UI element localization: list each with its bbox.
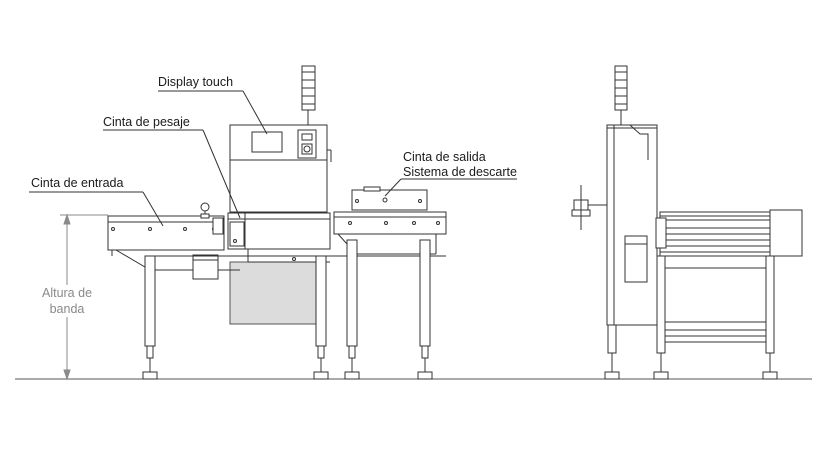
side-motor: [624, 235, 648, 283]
side-view: [571, 65, 803, 380]
infeed-conveyor: [107, 202, 240, 280]
side-conveyor: [655, 209, 803, 257]
label-belt-height-line2: banda: [49, 302, 85, 316]
label-reject-system: Sistema de descarte: [403, 165, 517, 179]
side-signal-tower: [614, 65, 628, 125]
load-cell-box: [229, 261, 321, 325]
label-display-touch: Display touch: [158, 75, 234, 89]
front-view: [107, 65, 447, 380]
side-cabinet: [606, 124, 658, 326]
weighing-conveyor: [227, 212, 331, 263]
signal-tower: [301, 65, 316, 125]
label-weighing-belt: Cinta de pesaje: [103, 115, 190, 129]
leader-lines: [29, 90, 517, 227]
label-infeed-belt: Cinta de entrada: [31, 176, 124, 190]
front-legs: [142, 239, 433, 380]
label-outfeed-belt: Cinta de salida: [403, 150, 486, 164]
label-belt-height-line1: Altura de: [41, 286, 93, 300]
label-belt-height: Altura de banda: [34, 285, 100, 317]
weighing-cabinet: [229, 124, 332, 213]
outfeed-conveyor: [333, 186, 447, 255]
reject-unit: [351, 189, 428, 211]
side-legs: [604, 255, 778, 380]
display-screen: [251, 131, 283, 153]
